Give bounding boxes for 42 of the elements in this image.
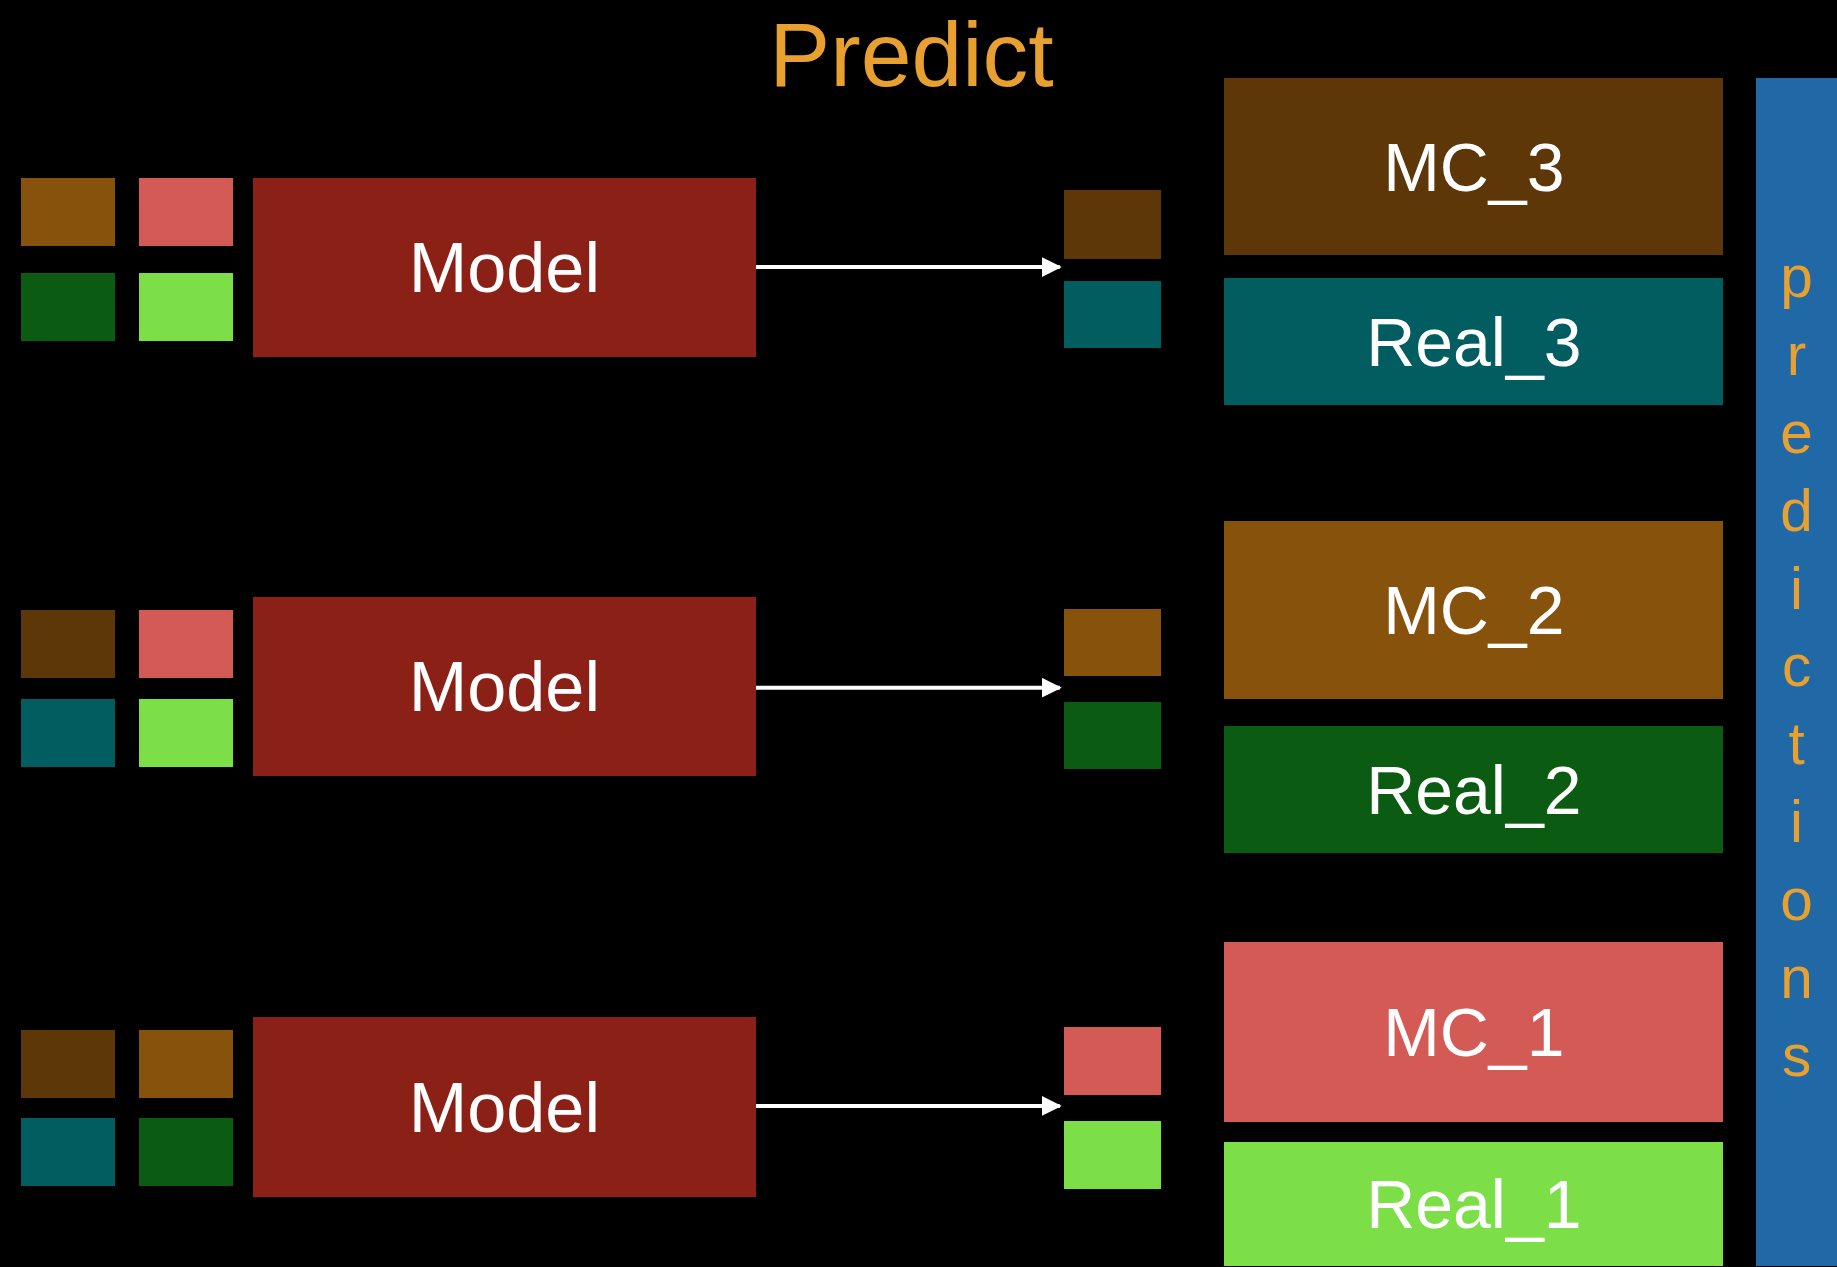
arrow [755,677,1062,698]
box-label: MC_3 [1383,127,1565,206]
data-square [1063,701,1161,769]
data-square [1063,1027,1161,1096]
data-square [21,272,115,341]
box-label: Real_2 [1366,750,1582,829]
predictions-band [1756,78,1837,1267]
prediction-box [1224,521,1724,700]
data-square [139,610,234,679]
vertical-label: predictions [1763,244,1831,1101]
prediction-box [1224,941,1724,1123]
arrow [755,257,1062,278]
arrow [755,1095,1062,1116]
box-label: Real_1 [1366,1165,1582,1244]
real-value-box [1224,277,1724,406]
data-square [1063,1121,1161,1190]
model-box [253,178,756,358]
data-square [21,1029,115,1098]
data-square [21,178,115,246]
model-box [253,1016,756,1198]
box-label: MC_1 [1383,993,1565,1072]
prediction-box [1224,78,1724,256]
model-box [253,597,756,776]
data-square [21,699,115,768]
data-square [139,699,234,768]
data-square [139,1117,234,1186]
real-value-box [1224,1142,1724,1267]
data-square [1063,189,1161,259]
title: Predict [768,2,1055,108]
box-label: Real_3 [1366,302,1582,381]
real-value-box [1224,726,1724,853]
box-label: Model [408,1066,601,1148]
box-label: MC_2 [1383,571,1565,650]
box-label: Model [408,646,601,727]
data-square [21,610,115,679]
data-square [139,1029,234,1098]
data-square [139,272,234,341]
data-square [1063,281,1161,348]
data-square [139,178,234,246]
data-square [1063,609,1161,676]
box-label: Model [408,227,601,309]
data-square [21,1117,115,1186]
